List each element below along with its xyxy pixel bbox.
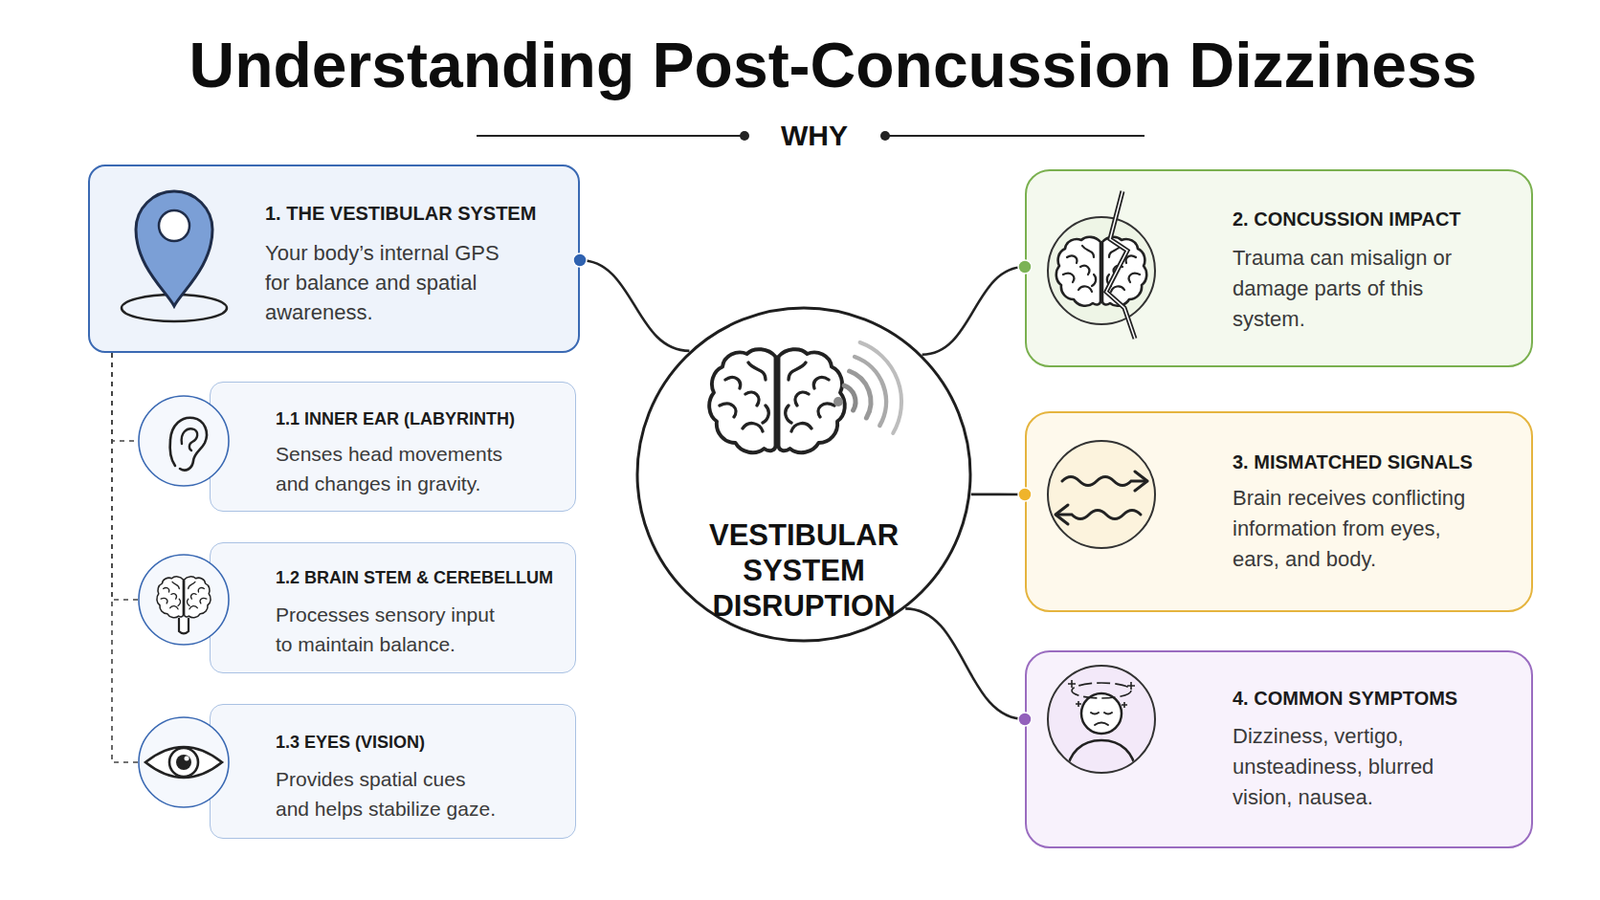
box-heading: 1.3 EYES (VISION): [275, 731, 582, 755]
rule-line: [885, 134, 1145, 137]
connector: [905, 608, 1025, 720]
box-body: Provides spatial cues and helps stabiliz…: [275, 764, 501, 824]
icon-circle: [1047, 441, 1156, 549]
eye-icon: [145, 747, 223, 778]
component-box: 1.1 INNER EAR (LABYRINTH)Senses head mov…: [138, 381, 577, 512]
info-box: 2. CONCUSSION IMPACTTrauma can misalign …: [1024, 169, 1534, 368]
dizzy-orbit: [1071, 683, 1132, 699]
icon-circle: [138, 555, 229, 645]
component-box: 1.3 EYES (VISION)Provides spatial cues a…: [138, 704, 577, 840]
box-heading: 4. COMMON SYMPTOMS: [1232, 687, 1539, 711]
arrow-tip: [1055, 505, 1068, 525]
connector: [922, 266, 1025, 356]
person-shoulders: [1066, 740, 1137, 778]
connector: [579, 260, 689, 352]
icon-circle: [1047, 217, 1156, 325]
icon-circle: [138, 717, 229, 808]
signal-center: [833, 397, 844, 407]
connector-dot: [1018, 260, 1032, 274]
icon-circle: [1047, 666, 1156, 774]
signal-wave: [860, 342, 902, 434]
dashed-connector: [111, 353, 139, 442]
pin-hole: [158, 210, 190, 242]
signal-wave: [854, 356, 887, 426]
connector-group: [111, 253, 1032, 763]
box-heading: 1.2 BRAIN STEM & CEREBELLUM: [275, 566, 582, 590]
box-body: Dizziness, vertigo, unsteadiness, blurre…: [1232, 721, 1477, 814]
hub-ring: [637, 308, 971, 642]
box-heading: 3. MISMATCHED SIGNALS: [1232, 450, 1539, 474]
crack-line: [1106, 191, 1135, 339]
dashed-connector: [111, 353, 139, 763]
hub-text: VESTIBULAR SYSTEM DISRUPTION: [684, 517, 924, 624]
dizzy-stars: [1067, 680, 1135, 709]
connector: [971, 493, 1025, 497]
box-body: Senses head movements and changes in gra…: [275, 439, 520, 499]
box-heading: 2. CONCUSSION IMPACT: [1232, 207, 1539, 231]
eye-glint: [184, 756, 190, 762]
connector-dot: [1018, 488, 1032, 502]
brain-stem: [178, 618, 189, 635]
rule-dot: [880, 131, 890, 141]
box-heading: 1.1 INNER EAR (LABYRINTH): [275, 407, 582, 431]
section-label: WHY: [718, 121, 911, 151]
ear-inner: [181, 428, 199, 451]
person-head: [1081, 693, 1122, 734]
arrow-tip: [1134, 471, 1148, 491]
box-body: Your body’s internal GPS for balance and…: [265, 238, 514, 328]
brain-icon: [156, 577, 211, 619]
connector-dot: [573, 253, 587, 267]
box-body: Brain receives conflicting information f…: [1232, 483, 1477, 576]
person-face: [1090, 712, 1112, 726]
eye-pupil: [176, 755, 192, 771]
info-box: 1. THE VESTIBULAR SYSTEM Your body’s inte…: [88, 164, 580, 354]
hub-circle: VESTIBULAR SYSTEM DISRUPTION: [635, 306, 973, 644]
rule-dot: [739, 131, 750, 141]
signal-wave: [849, 371, 871, 419]
box-frame: [1024, 411, 1534, 613]
brain-icon: [1056, 237, 1147, 307]
info-box: 4. COMMON SYMPTOMSDizziness, vertigo, un…: [1024, 650, 1534, 849]
brain-icon: [709, 349, 845, 453]
info-box: 3. MISMATCHED SIGNALSBrain receives conf…: [1024, 411, 1534, 613]
box-heading: 1. THE VESTIBULAR SYSTEM: [265, 201, 572, 225]
crack-gap: [1106, 191, 1135, 339]
icon-circle: [138, 396, 229, 487]
signal-wave: [844, 385, 856, 411]
connector-dot: [1018, 712, 1032, 727]
box-body: Trauma can misalign or damage parts of t…: [1232, 243, 1477, 335]
rule-line: [476, 134, 745, 137]
person-icon: [1066, 740, 1137, 778]
pin-base: [121, 294, 227, 322]
component-box: 1.2 BRAIN STEM & CEREBELLUMProcesses sen…: [138, 542, 577, 674]
eye-iris: [169, 748, 199, 778]
diagram-title: Understanding Post-Concussion Dizziness: [171, 33, 1495, 97]
box-body: Processes sensory input to maintain bala…: [275, 600, 506, 660]
wave-arrow: [1062, 477, 1147, 487]
wave-arrow: [1056, 511, 1141, 520]
ear-icon: [170, 418, 207, 471]
box-frame: [1024, 650, 1534, 849]
location-pin: [135, 191, 213, 307]
dashed-connector: [111, 353, 139, 600]
